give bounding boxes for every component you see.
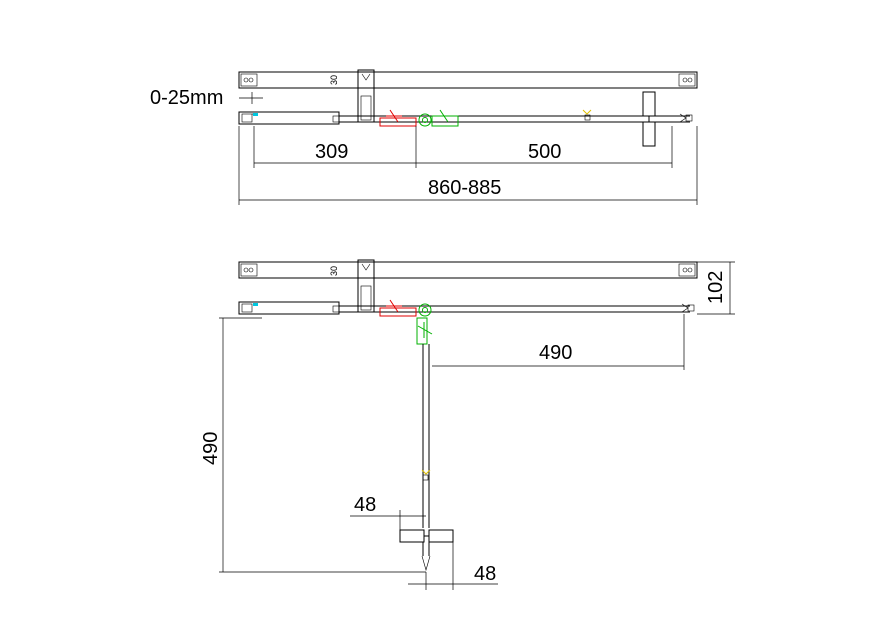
handle-right-label: 48 xyxy=(474,563,496,585)
cyan-part xyxy=(253,303,258,306)
screw-hole xyxy=(687,267,693,273)
rail-end-tip xyxy=(681,303,689,313)
screw-hole xyxy=(687,77,693,83)
top-bar-left-cap xyxy=(240,73,258,87)
arm-length-h-label: 490 xyxy=(539,342,572,364)
bottom-profile-bar xyxy=(238,261,698,279)
rail-joint xyxy=(332,305,340,313)
handle-left xyxy=(399,529,425,543)
green-hinge xyxy=(418,113,432,127)
screw-hole xyxy=(248,77,254,83)
top-view: 30 0-25mm xyxy=(150,69,698,205)
handle-upper xyxy=(642,91,656,117)
seg-right-label: 500 xyxy=(528,141,561,163)
handle-right xyxy=(428,529,454,543)
green-hinge xyxy=(418,303,432,317)
handle-lower xyxy=(642,121,656,147)
profile-size-label: 30 xyxy=(329,75,339,85)
red-connector xyxy=(379,307,417,317)
clamp-slot xyxy=(360,285,372,311)
depth-label: 102 xyxy=(705,271,727,304)
bottom-bar-left-cap xyxy=(240,263,258,277)
clamp-mark xyxy=(361,73,371,81)
rail-end-cap xyxy=(241,113,253,123)
top-profile-bar xyxy=(238,71,698,89)
bottom-bar-right-cap xyxy=(678,263,696,277)
green-connector-vertical xyxy=(416,317,428,345)
cyan-part xyxy=(253,113,258,116)
arm-length-v-label: 490 xyxy=(200,432,222,465)
green-hinge-center xyxy=(422,307,428,313)
yellow-stopper xyxy=(582,109,592,115)
screw-hole xyxy=(682,77,688,83)
top-bar-right-cap xyxy=(678,73,696,87)
bottom-view: 30 102 xyxy=(200,259,735,590)
red-connector xyxy=(379,117,417,127)
rail-end-cap xyxy=(241,303,253,313)
handle-left-label: 48 xyxy=(354,494,376,516)
clamp-slot xyxy=(360,95,372,121)
screw-hole xyxy=(243,77,249,83)
screw-hole xyxy=(248,267,254,273)
rail-end-block xyxy=(687,304,695,312)
green-mark xyxy=(417,325,433,335)
rail-joint xyxy=(332,115,340,123)
clamp-mark xyxy=(361,263,371,271)
green-hinge-center xyxy=(422,117,428,123)
overall-width-label: 860-885 xyxy=(428,177,501,199)
rail-end-block xyxy=(685,114,693,122)
screw-hole xyxy=(243,267,249,273)
yellow-stopper xyxy=(421,469,431,475)
stopper-body xyxy=(422,474,429,481)
rail-end-tip xyxy=(679,113,687,123)
screw-hole xyxy=(682,267,688,273)
gap-range-label: 0-25mm xyxy=(150,87,223,109)
profile-size-label: 30 xyxy=(329,266,339,276)
seg-left-label: 309 xyxy=(315,141,348,163)
stopper-body xyxy=(584,114,591,121)
arm-tip xyxy=(421,555,431,572)
